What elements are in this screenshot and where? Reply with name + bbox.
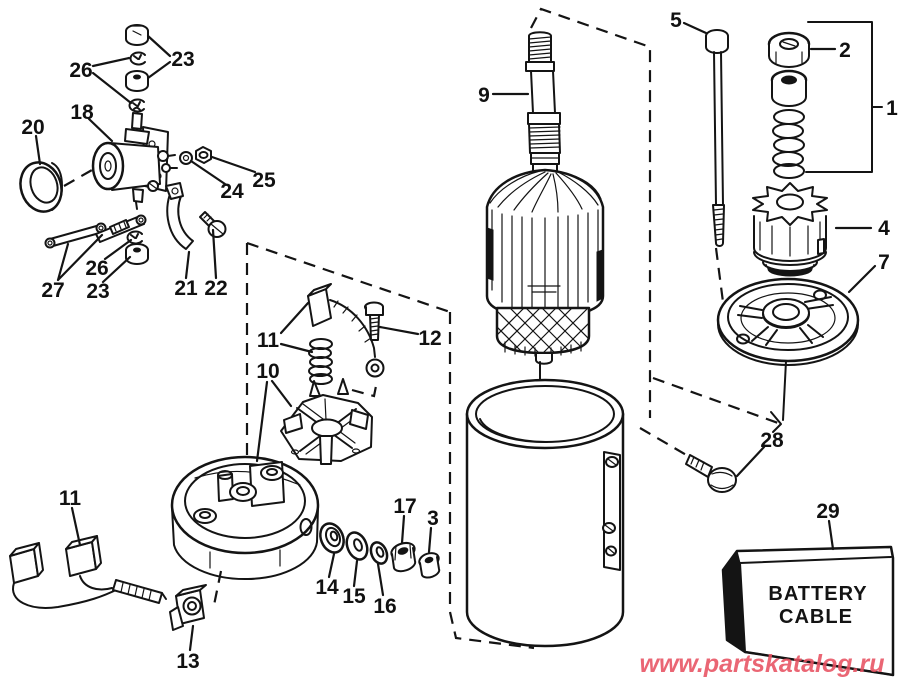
part-label-1: 1 (886, 97, 898, 120)
battery-cable-box: BATTERY CABLE (721, 545, 895, 677)
washer-16 (369, 541, 389, 565)
washer-24 (179, 151, 193, 165)
part-label-22: 22 (204, 277, 227, 300)
hex-nut-23-lower (125, 243, 149, 265)
part-label-26a: 26 (69, 59, 92, 82)
lead-stud (112, 579, 163, 604)
thru-bolt-5 (705, 29, 729, 247)
brush-upper-11 (307, 283, 376, 358)
part-label-29: 29 (816, 500, 839, 523)
solenoid-bottom-stud (132, 188, 144, 203)
part-label-14: 14 (315, 576, 339, 599)
part-labels: 20 18 26 23 24 25 27 26 23 21 22 9 5 2 1… (21, 9, 898, 673)
brush-spring-11 (308, 338, 333, 385)
part-label-21: 21 (174, 277, 198, 300)
drive-pinion-4 (752, 182, 828, 277)
nut-25 (195, 146, 212, 164)
part-label-24: 24 (220, 180, 244, 203)
part-label-28: 28 (760, 429, 784, 452)
hex-nut-23-top (125, 24, 149, 46)
terminal-screw-12 (364, 301, 385, 378)
part-label-10: 10 (256, 360, 279, 383)
hex-nut-3 (418, 552, 441, 579)
end-cap-7 (716, 277, 860, 421)
end-frame-housing (170, 455, 320, 581)
brush-pair-lower-11 (9, 535, 167, 609)
part-label-12: 12 (418, 327, 441, 350)
part-label-26b: 26 (85, 257, 108, 280)
part-label-11a: 11 (257, 329, 280, 352)
solenoid (91, 106, 178, 210)
part-label-4: 4 (878, 217, 890, 240)
bracket-21 (165, 182, 194, 250)
part-label-17: 17 (393, 495, 416, 518)
part-label-16: 16 (373, 595, 396, 618)
rubber-boot (19, 161, 63, 213)
battery-cable-text-line1: BATTERY (768, 583, 867, 605)
brush-holder-10 (280, 378, 373, 465)
leader-lines (34, 21, 877, 652)
clamp-13 (169, 584, 207, 631)
part-label-9: 9 (478, 84, 490, 107)
part-label-20: 20 (21, 116, 44, 139)
motor-frame-cylinder (465, 378, 625, 648)
part-label-27: 27 (41, 279, 64, 302)
drive-spring (772, 109, 805, 179)
part-label-18: 18 (70, 101, 94, 124)
watermark-text: www.partskatalog.ru (640, 650, 885, 678)
part-label-13: 13 (176, 650, 199, 673)
bushing-14 (319, 522, 345, 554)
hardware-stack-top (125, 24, 149, 113)
hex-nut-17 (390, 541, 417, 573)
washer-15 (345, 531, 369, 561)
spacer-bushing (770, 69, 808, 107)
part-label-23b: 23 (86, 280, 109, 303)
link-rods-27 (44, 214, 147, 249)
e-ring-26-mid (128, 98, 145, 113)
solenoid-top-nut (124, 128, 150, 145)
armature (485, 31, 605, 398)
hex-nut-2 (767, 31, 811, 68)
part-label-15: 15 (342, 585, 366, 608)
terminal-block (602, 451, 621, 571)
part-label-2: 2 (839, 39, 851, 62)
e-ring-26-top (129, 51, 146, 66)
group-bracket-1 (805, 21, 883, 173)
bolt-28 (685, 454, 737, 493)
battery-cable-text-line2: CABLE (779, 606, 853, 628)
part-label-3: 3 (427, 507, 439, 530)
part-label-5: 5 (670, 9, 682, 32)
part-label-11b: 11 (59, 487, 82, 510)
part-label-23a: 23 (171, 48, 194, 71)
hex-nut-23-mid (125, 70, 149, 92)
part-label-7: 7 (878, 251, 890, 274)
part-label-25: 25 (252, 169, 276, 192)
alignment-guide-lines (63, 7, 782, 650)
